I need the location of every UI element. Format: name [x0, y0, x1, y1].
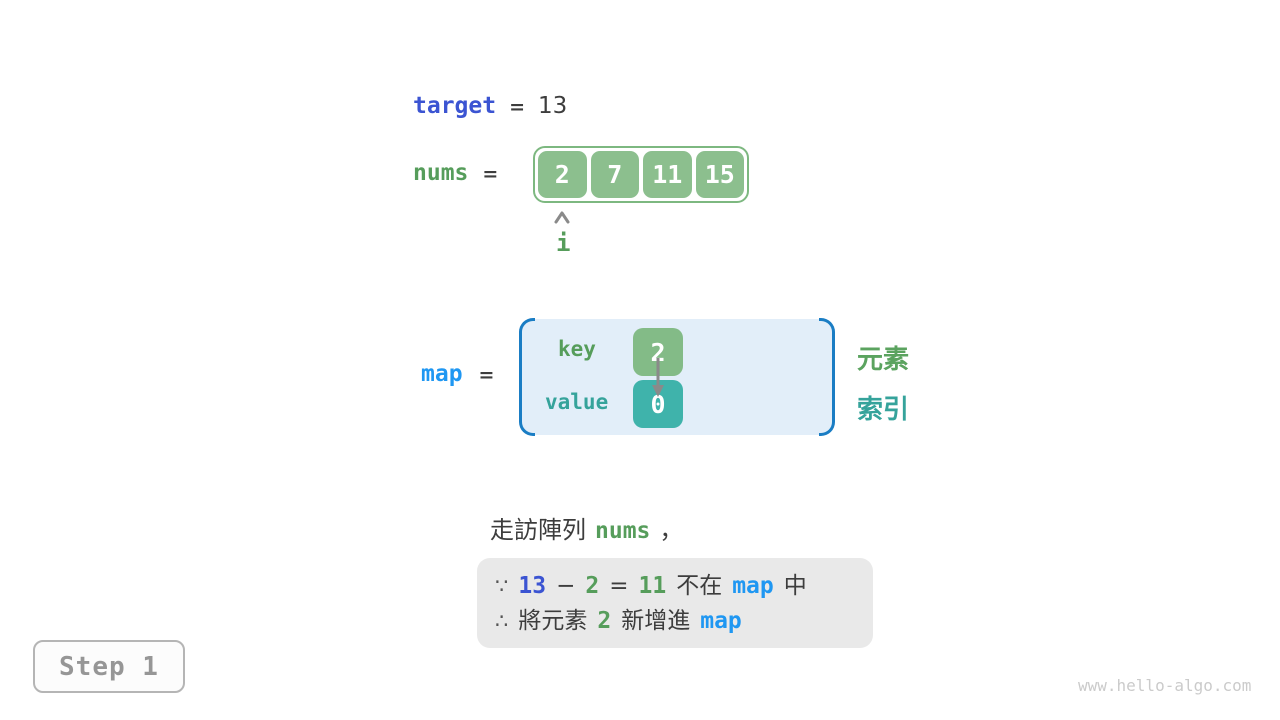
nums-variable-label: nums [413, 160, 469, 186]
note-target-value: 13 [518, 573, 547, 599]
equals-sign: = [609, 573, 629, 599]
note-added-element: 2 [597, 608, 612, 634]
minus-sign: − [556, 573, 576, 599]
because-symbol: ∵ [495, 574, 509, 598]
array-cell-3: 15 [695, 151, 744, 198]
map-key-cell: 2 [633, 328, 683, 376]
index-legend-label: 索引 [857, 395, 910, 425]
map-container: key value 2 0 [519, 318, 835, 436]
caption-nums-code: nums [595, 518, 651, 544]
equals-sign: = [478, 364, 495, 386]
step-badge: Step 1 [33, 640, 185, 693]
note-map-code: map [732, 573, 774, 599]
note-add-verb: 新增進 [621, 608, 691, 634]
map-left-bracket [519, 318, 535, 436]
map-assignment: map = [421, 361, 494, 387]
nums-assignment: nums = [413, 160, 498, 186]
watermark: www.hello-algo.com [1078, 676, 1252, 695]
caption-comma: ， [659, 516, 684, 544]
equals-sign: = [482, 163, 499, 185]
caption-prefix: 走訪陣列 [490, 516, 586, 544]
target-variable-label: target [413, 93, 497, 119]
element-legend-label: 元素 [857, 345, 910, 375]
map-value-label: value [545, 390, 609, 414]
map-key-label: key [558, 337, 596, 361]
map-right-bracket [819, 318, 835, 436]
key-to-value-arrow-icon [652, 358, 664, 397]
note-add-prefix: 將元素 [518, 608, 588, 634]
target-assignment: target = 13 [413, 93, 567, 119]
note-line-2: ∴ 將元素 2 新增進 map [495, 604, 873, 639]
index-pointer-label: i [556, 229, 571, 257]
array-cell-1: 7 [590, 151, 639, 198]
note-difference: 11 [638, 573, 667, 599]
equals-sign: = [509, 96, 526, 118]
note-line-1: ∵ 13 − 2 = 11 不在 map 中 [495, 569, 873, 604]
array-cell-0: 2 [538, 151, 587, 198]
target-value: 13 [538, 93, 568, 119]
note-not-in-text: 不在 [676, 573, 723, 599]
note-current-element: 2 [585, 573, 600, 599]
note-map-code: map [700, 608, 742, 634]
index-pointer-caret-icon [554, 211, 570, 224]
array-cell-2: 11 [643, 151, 692, 198]
caption-sentence: 走訪陣列 nums ， [490, 510, 683, 545]
map-variable-label: map [421, 361, 463, 387]
reasoning-note-box: ∵ 13 − 2 = 11 不在 map 中 ∴ 將元素 2 新增進 map [477, 558, 873, 648]
therefore-symbol: ∴ [495, 609, 509, 633]
nums-array: 2 7 11 15 [533, 146, 749, 203]
note-in-suffix: 中 [783, 573, 807, 599]
